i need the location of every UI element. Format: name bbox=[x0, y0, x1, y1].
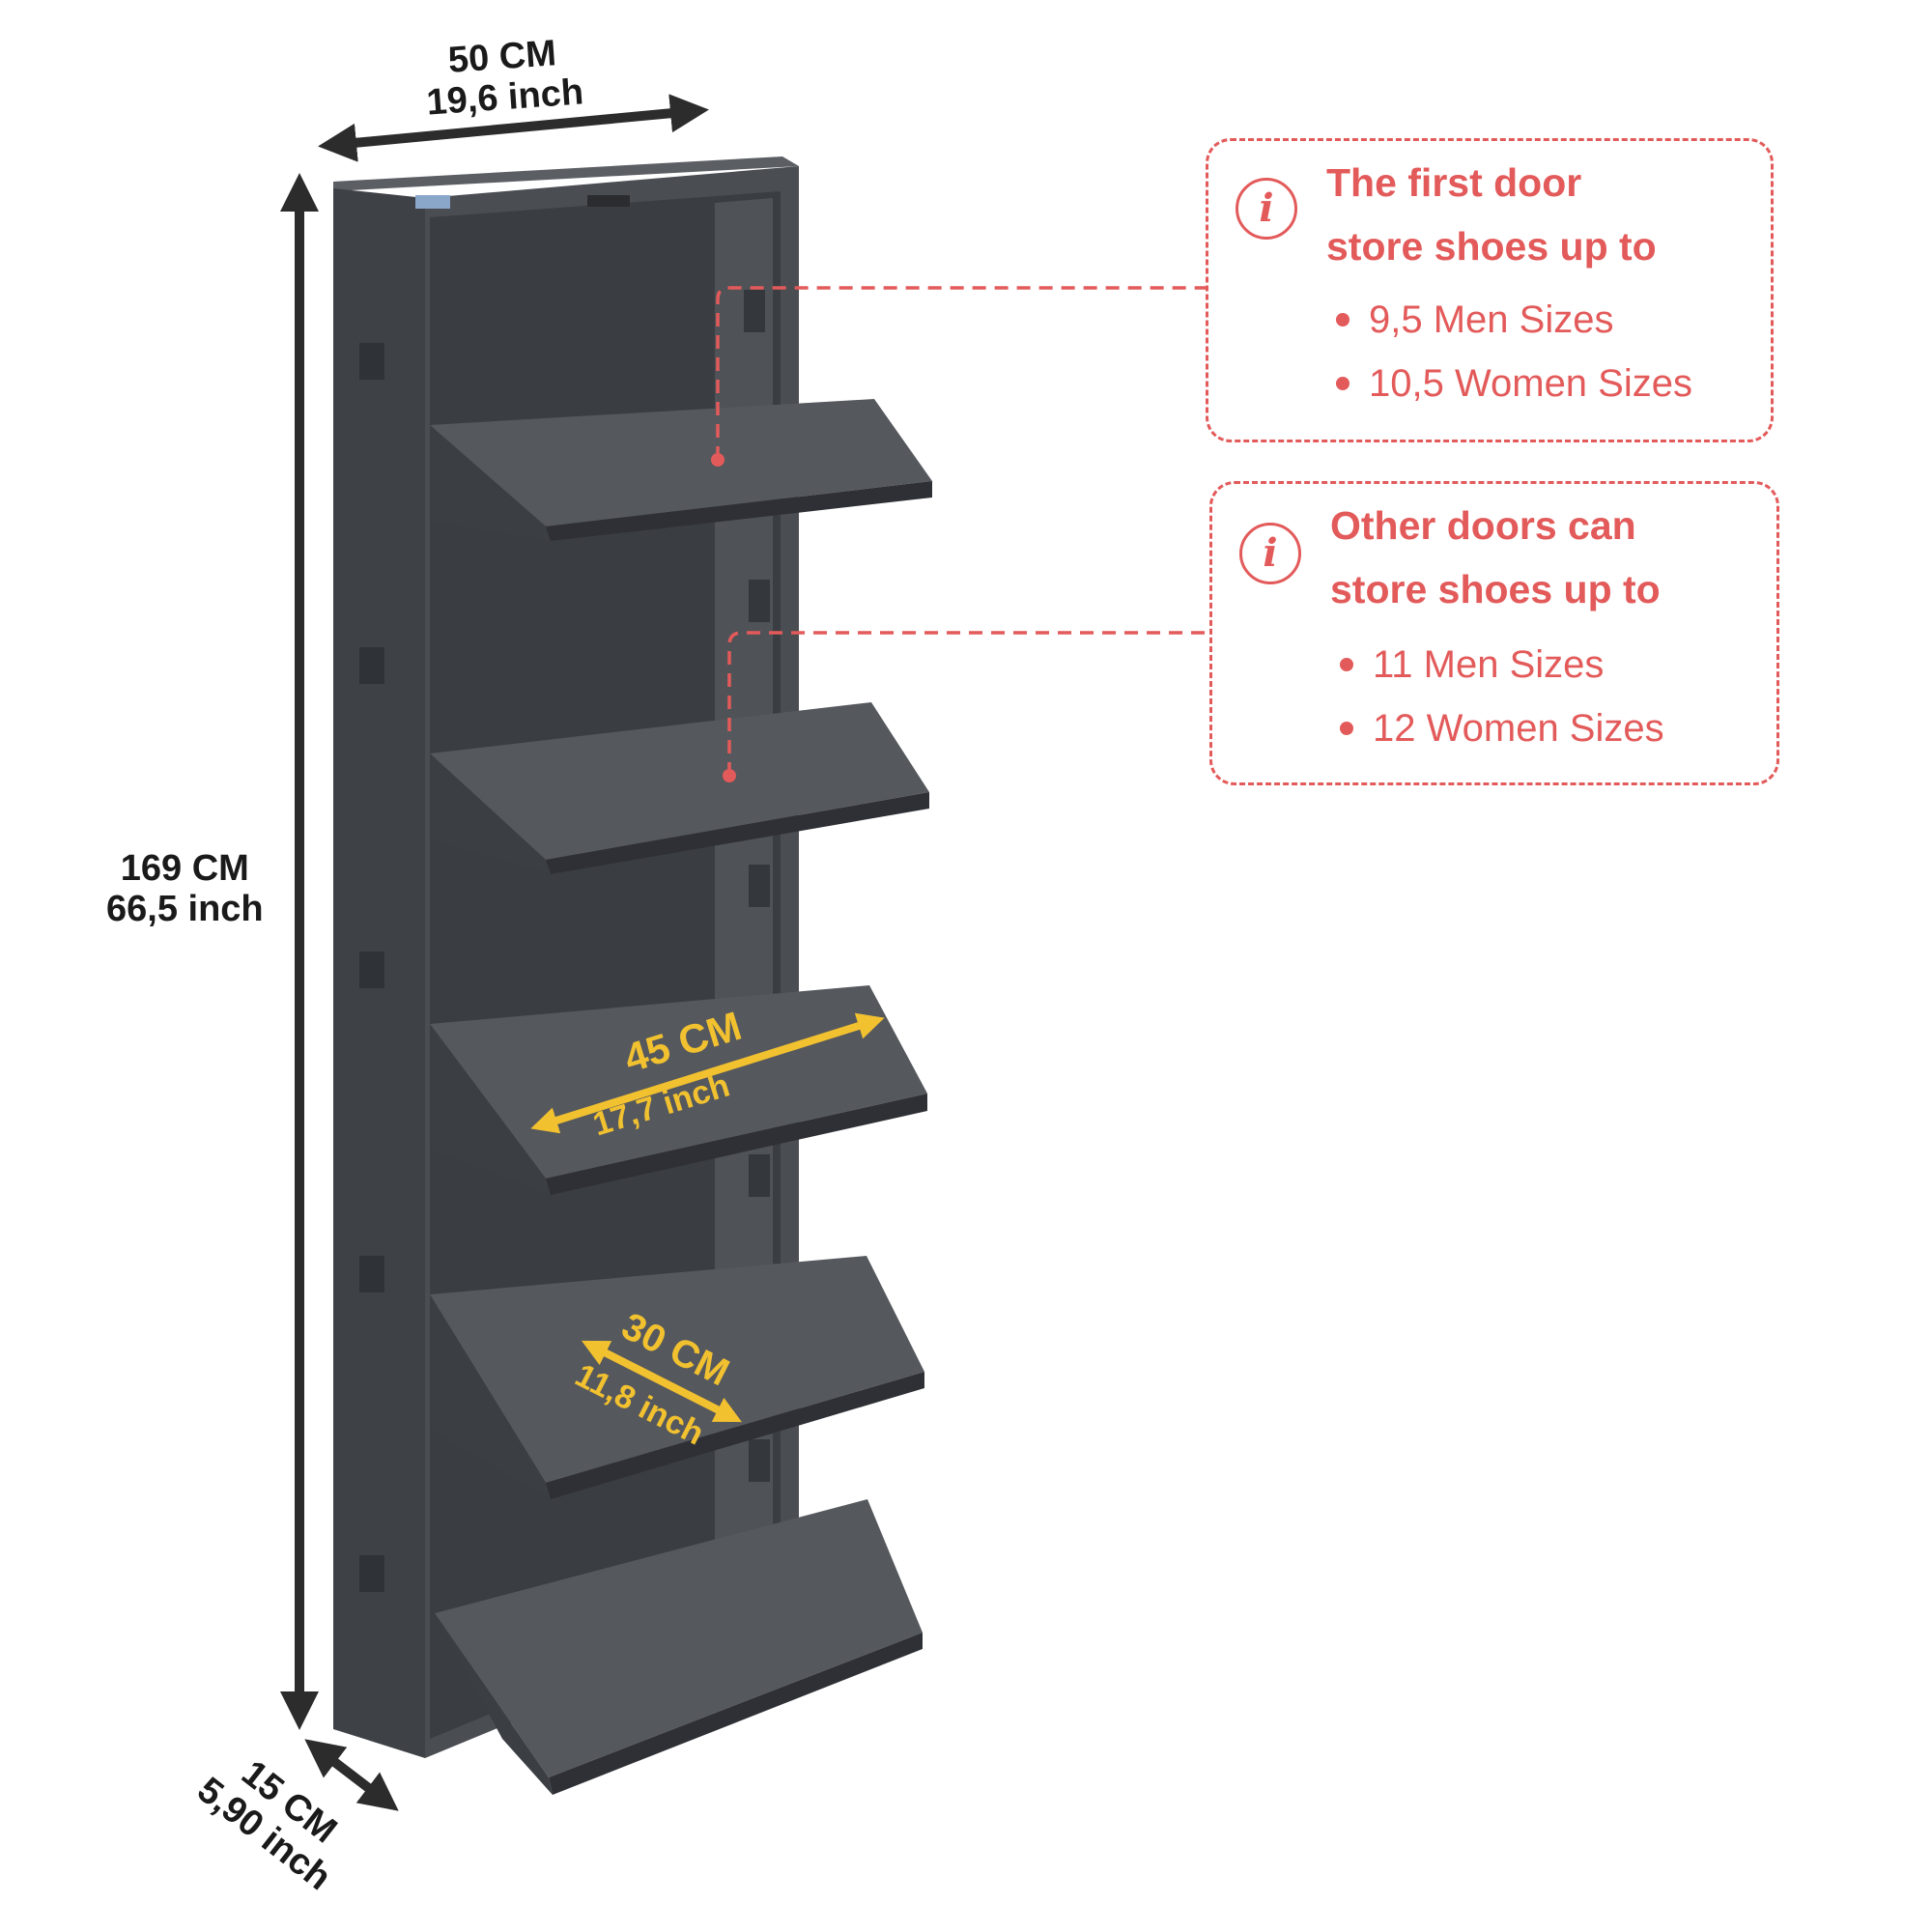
depth-dimension-arrow bbox=[304, 1739, 399, 1811]
shelf-5 bbox=[435, 1499, 923, 1795]
list-item: 9,5 Men Sizes bbox=[1332, 288, 1692, 352]
info-box-first-door: i The first door store shoes up to 9,5 M… bbox=[1206, 138, 1774, 442]
leader-dot-first-door bbox=[711, 453, 724, 467]
shelf-2 bbox=[430, 702, 929, 874]
list-item: 11 Men Sizes bbox=[1336, 633, 1664, 696]
leader-line-other-doors bbox=[727, 631, 1209, 776]
height-label: 169 CM 66,5 inch bbox=[106, 848, 264, 929]
leader-line-first-door bbox=[716, 286, 1206, 460]
info-list: 11 Men Sizes 12 Women Sizes bbox=[1336, 633, 1664, 760]
info-icon: i bbox=[1236, 178, 1297, 240]
info-title: Other doors can store shoes up to bbox=[1330, 503, 1661, 611]
leader-dot-other-doors bbox=[723, 769, 736, 782]
width-label: 50 CM 19,6 inch bbox=[425, 33, 585, 124]
info-icon: i bbox=[1239, 523, 1301, 584]
shelf-1 bbox=[430, 399, 932, 541]
list-item: 10,5 Women Sizes bbox=[1332, 352, 1692, 415]
info-list: 9,5 Men Sizes 10,5 Women Sizes bbox=[1332, 288, 1692, 415]
width-dimension-arrow bbox=[318, 94, 709, 162]
shoe-cabinet bbox=[333, 156, 799, 1758]
info-box-other-doors: i Other doors can store shoes up to 11 M… bbox=[1209, 481, 1779, 785]
shelf-width-arrow bbox=[530, 1012, 885, 1134]
list-item: 12 Women Sizes bbox=[1336, 696, 1664, 760]
info-title: The first door store shoes up to bbox=[1326, 160, 1657, 269]
shelf-depth-arrow bbox=[582, 1340, 742, 1423]
